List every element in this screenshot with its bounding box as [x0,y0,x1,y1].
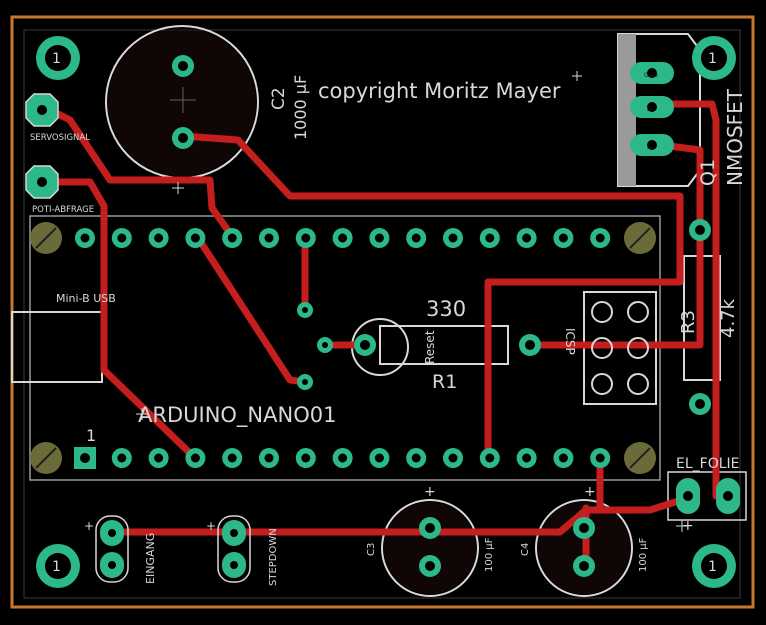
mount-label-tl: 1 [52,51,61,67]
component-pads [172,55,711,577]
header-pad-hole [558,453,568,463]
header-pad-hole [558,233,568,243]
el-folie-pads [676,478,740,514]
header-pad-hole [595,233,605,243]
header-pad-hole [190,233,200,243]
header-pad-hole [448,453,458,463]
stepdown-connector [217,515,251,583]
eingang-connector [95,515,129,583]
c3-plus: + [424,484,436,500]
header-pad-hole [338,453,348,463]
c4-name: C4 [520,543,531,556]
poti-label: POTI-ABFRAGE [32,205,94,215]
stepdown-label: STEPDOWN [268,528,279,586]
header-pad-hole [301,233,311,243]
q1-gnd-label: GND [644,72,658,79]
mount-holes [36,36,736,588]
header-pad-hole [227,453,237,463]
header-pad-hole [190,453,200,463]
eingang-plus: + [84,519,94,533]
header-pad-hole [374,233,384,243]
stepdown-plus: + [206,519,216,533]
c2-value: 1000 µF [291,75,310,140]
header-pad-hole [264,453,274,463]
c4-outline [535,499,633,597]
mount-label-br: 1 [708,559,717,575]
copyright-text: copyright Moritz Mayer [318,79,561,103]
q1-name: Q1 [697,159,719,186]
mount-label-bl: 1 [52,559,61,575]
header-pad-hole [117,233,127,243]
header-pad-hole [448,233,458,243]
header-pad-hole [411,233,421,243]
reset-label: Reset [423,330,437,364]
header-pad-hole [227,233,237,243]
header-pad-hole [264,233,274,243]
arduino-label: ARDUINO_NANO01 [138,403,336,428]
board-inner-outline [23,29,741,599]
c3-outline [381,499,479,597]
header-pad-hole [374,453,384,463]
arduino-mount-holes [30,222,656,474]
r1-name: R1 [432,371,457,393]
mini-usb-label: Mini-B USB [56,292,116,305]
el-folie-outline [667,471,747,521]
header-pad-hole [80,233,90,243]
servo-label: SERVOSIGNAL [30,133,90,143]
r1-value: 330 [426,297,466,321]
r3-value: 4.7k [718,298,739,338]
header-pad-hole [154,233,164,243]
header-pad-hole [595,453,605,463]
q1-s-label: S [647,144,651,151]
eingang-label: EINGANG [144,533,157,584]
q1-d-label: D [647,106,652,113]
header-pad-hole [338,233,348,243]
header-pad-hole [522,233,532,243]
header-pad-hole [117,453,127,463]
header-pad-hole [522,453,532,463]
el-folie-label: EL_FOLIE [676,456,740,472]
icsp-pads [591,301,649,395]
arduino-pads-bottom [111,448,611,468]
header-pad-hole [485,233,495,243]
icsp-label: ICSP [563,328,577,355]
c3-value: 100 µF [484,537,495,572]
header-pad-hole [485,453,495,463]
mount-label-tr: 1 [708,51,717,67]
c2-name: C2 [269,87,289,110]
r3-name: R3 [678,310,699,334]
arduino-pads-top [75,228,611,248]
servo-connector [25,93,59,127]
c4-value: 100 µF [638,537,649,572]
r1-outline [379,325,509,365]
header-pad-hole [411,453,421,463]
q1-pads [630,62,674,156]
q1-value: NMOSFET [723,88,747,186]
poti-connector [25,165,59,199]
mini-usb-outline [11,311,103,383]
pin1-label: 1 [86,426,96,445]
c3-name: C3 [366,543,377,556]
c4-plus: + [584,484,596,500]
header-pad-hole [154,453,164,463]
origin-markers [136,71,688,532]
header-pad-hole [301,453,311,463]
